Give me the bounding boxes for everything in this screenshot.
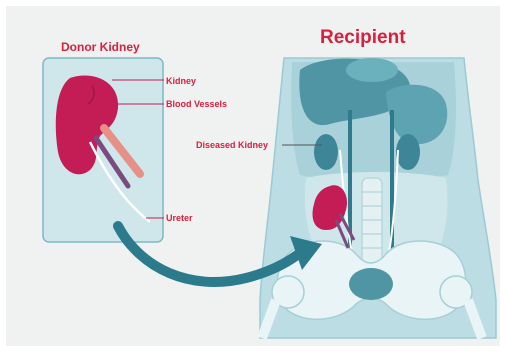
native-kidney-left xyxy=(314,134,338,170)
native-kidney-right xyxy=(396,134,420,170)
bladder xyxy=(349,268,393,300)
diseased-kidney-label: Diseased Kidney xyxy=(196,140,268,150)
blood-vessels-label: Blood Vessels xyxy=(166,99,227,109)
ureter-label: Ureter xyxy=(166,213,193,223)
kidney-label: Kidney xyxy=(166,76,196,86)
spine xyxy=(362,178,382,264)
recipient-title: Recipient xyxy=(320,27,406,48)
recipient-body xyxy=(260,58,496,338)
upper-organ xyxy=(346,58,398,82)
donor-box xyxy=(43,58,164,242)
donor-kidney-title: Donor Kidney xyxy=(61,40,140,54)
